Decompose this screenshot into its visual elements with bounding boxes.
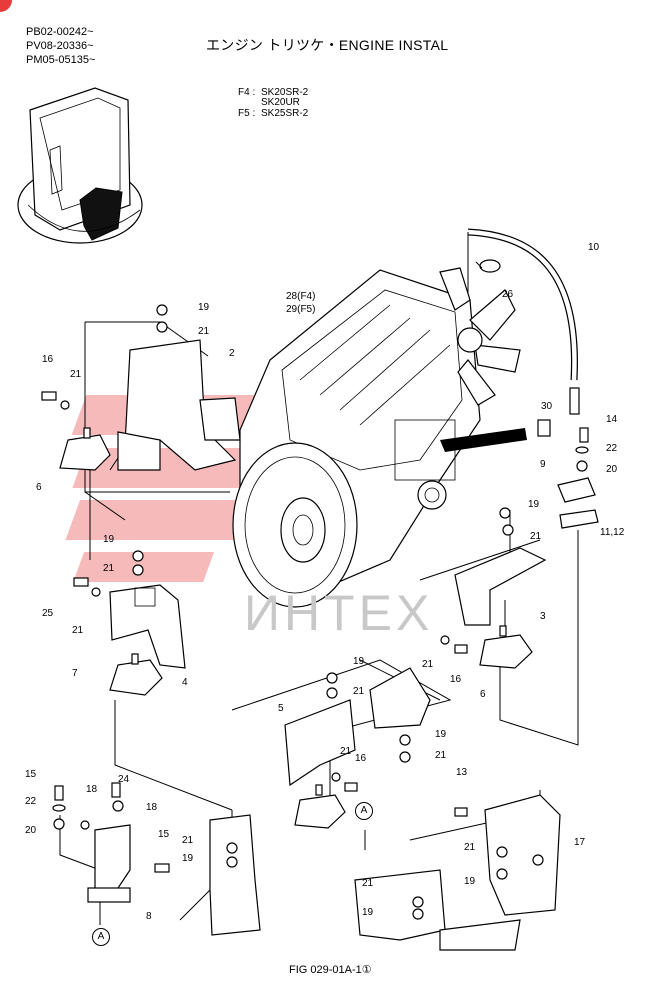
callout-label: 15: [25, 769, 37, 780]
callout-label: 7: [72, 668, 78, 679]
reference-mark-a-1: A: [355, 802, 373, 820]
figure-number: FIG 029-01A-1①: [289, 964, 372, 976]
model-name-sk20ur: SK20UR: [261, 97, 300, 108]
callout-label: 8: [146, 911, 152, 922]
callout-label: 24: [118, 774, 130, 785]
callout-label: 20: [606, 464, 618, 475]
engine-label-f4: 28(F4): [286, 291, 316, 302]
callout-label: 21: [530, 531, 542, 542]
model-name-sk20sr2: SK20SR-2: [261, 87, 309, 98]
callout-label: 19: [198, 302, 210, 313]
callout-label: 19: [353, 656, 365, 667]
callout-label: 21: [464, 842, 476, 853]
callout-label: 22: [25, 796, 37, 807]
callout-label: 16: [355, 753, 367, 764]
callout-label: 13: [456, 767, 468, 778]
callout-label: 21: [103, 563, 115, 574]
callout-label: 3: [540, 611, 546, 622]
serial-number-1: PB02-00242~: [26, 26, 94, 38]
serial-number-2: PV08-20336~: [26, 40, 94, 52]
callout-label: 11,12: [600, 527, 625, 538]
callout-label: 19: [362, 907, 374, 918]
callout-label: 16: [42, 354, 54, 365]
callout-label: 21: [435, 750, 447, 761]
callout-label: 19: [528, 499, 540, 510]
engine-label-f5: 29(F5): [286, 304, 316, 315]
callout-label: 19: [435, 729, 447, 740]
callout-label: 20: [25, 825, 37, 836]
reference-mark-a-2: A: [92, 928, 110, 946]
callout-label: 18: [146, 802, 158, 813]
callout-label: 26: [502, 289, 514, 300]
callout-label: 5: [278, 703, 284, 714]
fasteners: [41, 304, 589, 920]
serial-number-3: PM05-05135~: [26, 54, 96, 66]
callout-label: 19: [103, 534, 115, 545]
callout-label: 14: [606, 414, 618, 425]
watermark-text: ИНТЕХ: [244, 585, 434, 641]
callout-label: 2: [229, 348, 235, 359]
callout-label: 21: [72, 625, 84, 636]
callout-label: 21: [340, 746, 352, 757]
callout-label: 10: [588, 242, 600, 253]
callout-label: 15: [158, 829, 170, 840]
callout-label: 21: [353, 686, 365, 697]
callout-label: 9: [540, 459, 546, 470]
callout-label: 16: [450, 674, 462, 685]
callout-label: 19: [182, 853, 194, 864]
callout-label: 18: [86, 784, 98, 795]
page-title: エンジン トリツケ・ENGINE INSTAL: [206, 37, 449, 53]
model-code-f5: F5 :: [238, 108, 256, 119]
excavator-thumbnail: [17, 87, 143, 244]
callout-label: 21: [422, 659, 434, 670]
callout-label: 6: [480, 689, 486, 700]
callout-label: 21: [362, 878, 374, 889]
model-name-sk25sr2: SK25SR-2: [261, 108, 309, 119]
callout-label: 25: [42, 608, 54, 619]
callout-label: 22: [606, 443, 618, 454]
engine-assembly: [232, 267, 527, 608]
callout-label: 19: [464, 876, 476, 887]
callout-label: 21: [198, 326, 210, 337]
model-code-f4: F4 :: [238, 87, 256, 98]
callout-label: 4: [182, 677, 188, 688]
callout-label: 30: [541, 401, 553, 412]
callout-label: 21: [182, 835, 194, 846]
corner-mark: [0, 0, 12, 12]
callout-label: 6: [36, 482, 42, 493]
callout-label: 17: [574, 837, 586, 848]
callout-label: 21: [70, 369, 82, 380]
